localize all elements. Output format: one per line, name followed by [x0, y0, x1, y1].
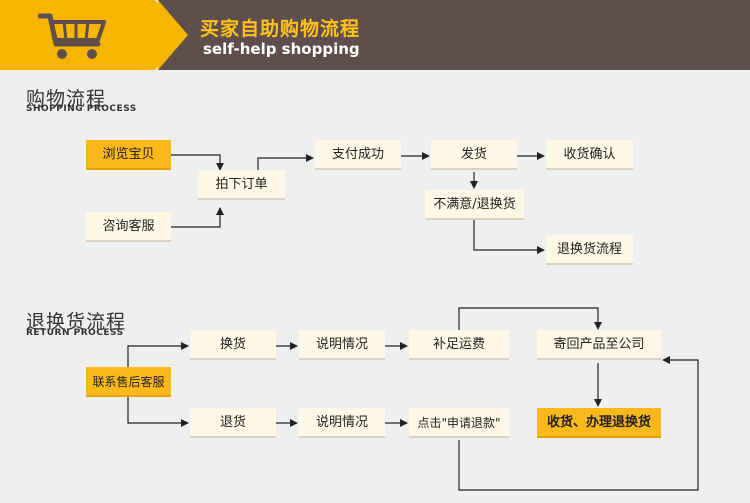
receive-node: 收货、办理退换货 [537, 408, 661, 438]
page-title: 买家自助购物流程 [200, 18, 361, 40]
order-node: 拍下订单 [198, 170, 285, 200]
ship-node: 发货 [431, 140, 517, 170]
shopping-section-title: 购物流程 [26, 88, 107, 110]
pay-node: 支付成功 [315, 140, 401, 170]
explain-node-top: 说明情况 [299, 330, 385, 360]
contact-service-node: 联系售后客服 [86, 367, 171, 397]
return-flow-node: 退换货流程 [546, 235, 633, 265]
exchange-node: 换货 [190, 330, 276, 360]
send-back-node: 寄回产品至公司 [537, 330, 661, 360]
browse-node: 浏览宝贝 [86, 140, 171, 170]
apply-refund-node: 点击"申请退款" [409, 408, 509, 438]
return-section-subtitle: RETURN PROCESS [26, 328, 124, 338]
consult-node: 咨询客服 [86, 212, 171, 242]
unsatisfied-node: 不满意/退换货 [425, 190, 524, 220]
shopping-cart-icon [38, 13, 106, 59]
page-subtitle: self-help shopping [203, 40, 360, 58]
return-section-title: 退换货流程 [26, 311, 127, 333]
explain-node-bottom: 说明情况 [299, 408, 385, 438]
header-band [158, 0, 750, 70]
refund-node: 退货 [190, 408, 276, 438]
shipping-fee-node: 补足运费 [409, 330, 509, 360]
header: 买家自助购物流程 self-help shopping [0, 0, 750, 70]
header-band-notch [158, 0, 188, 70]
shopping-section-subtitle: SHOPPING PROCESS [26, 104, 137, 114]
confirm-node: 收货确认 [546, 140, 633, 170]
